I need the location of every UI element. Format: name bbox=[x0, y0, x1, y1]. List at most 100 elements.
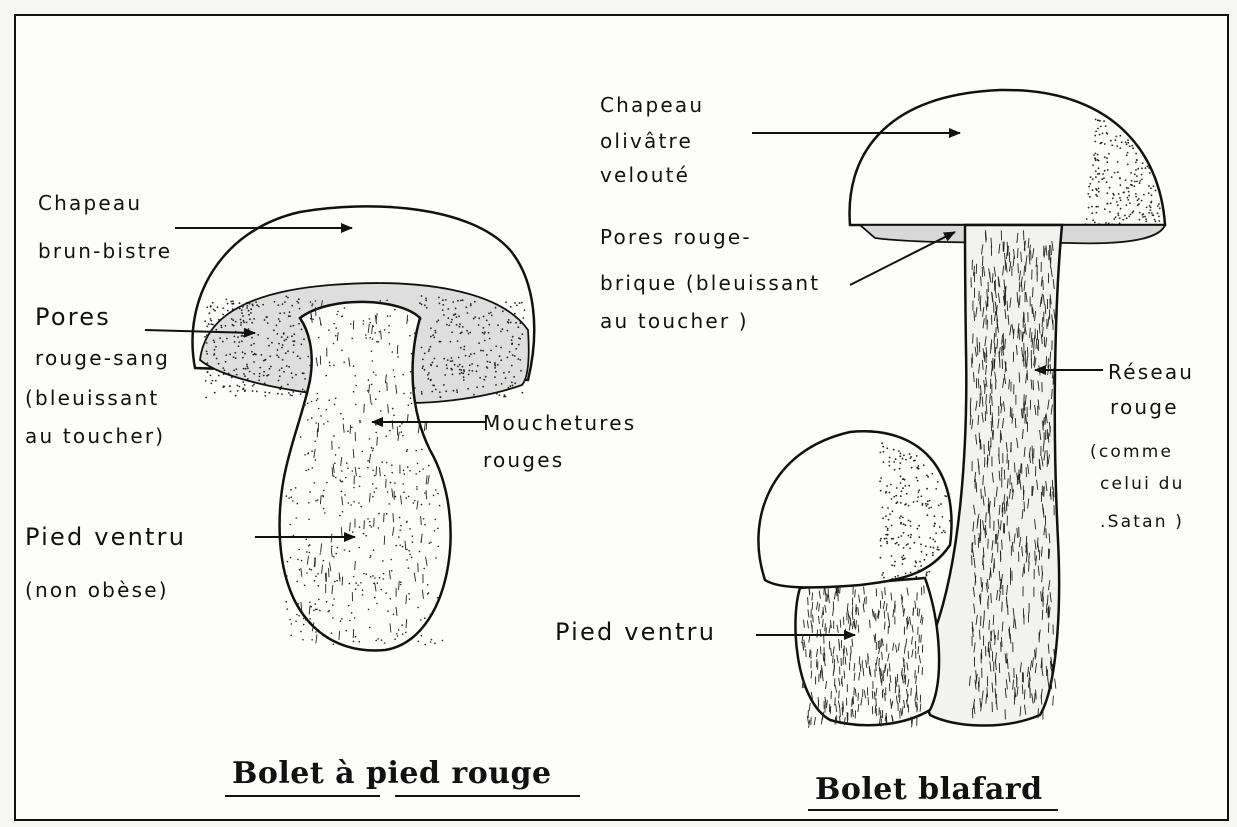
stipple-dot bbox=[369, 557, 371, 559]
stipple-dot bbox=[241, 312, 243, 314]
stipple-dot bbox=[491, 315, 493, 317]
stipple-dot bbox=[1092, 189, 1094, 191]
stipple-dot bbox=[439, 391, 441, 393]
stipple-dot bbox=[917, 467, 919, 469]
stipple-dot bbox=[465, 306, 467, 308]
stipple-dot bbox=[474, 301, 476, 303]
stipple-dot bbox=[258, 306, 260, 308]
stipple-dot bbox=[432, 334, 434, 336]
stipple-dot bbox=[1090, 176, 1092, 178]
stipple-dot bbox=[344, 549, 346, 551]
stipple-dot bbox=[374, 577, 376, 579]
stipple-dot bbox=[469, 364, 471, 366]
stipple-dot bbox=[383, 578, 385, 580]
stipple-dot bbox=[227, 310, 229, 312]
stipple-dot bbox=[222, 386, 224, 388]
texture-stroke bbox=[1026, 536, 1027, 546]
stipple-dot bbox=[903, 555, 905, 557]
stipple-dot bbox=[396, 633, 398, 635]
stipple-dot bbox=[1110, 202, 1112, 204]
stipple-dot bbox=[347, 431, 349, 433]
stipple-dot bbox=[1095, 194, 1097, 196]
stipple-dot bbox=[279, 375, 281, 377]
stipple-dot bbox=[447, 359, 449, 361]
stipple-dot bbox=[318, 599, 320, 601]
stipple-dot bbox=[1119, 147, 1121, 149]
stipple-dot bbox=[918, 465, 920, 467]
stipple-dot bbox=[893, 449, 895, 451]
stipple-dot bbox=[425, 300, 427, 302]
stipple-dot bbox=[1138, 198, 1140, 200]
texture-stroke bbox=[1033, 380, 1034, 390]
stipple-dot bbox=[433, 495, 435, 497]
stipple-dot bbox=[910, 536, 912, 538]
stipple-dot bbox=[512, 336, 514, 338]
stipple-dot bbox=[1109, 211, 1111, 213]
stipple-dot bbox=[1101, 178, 1103, 180]
stipple-dot bbox=[882, 572, 884, 574]
stipple-dot bbox=[333, 435, 335, 437]
stipple-dot bbox=[500, 347, 502, 349]
stipple-dot bbox=[913, 542, 915, 544]
stipple-dot bbox=[349, 583, 351, 585]
stipple-dot bbox=[478, 324, 480, 326]
stipple-dot bbox=[459, 323, 461, 325]
right-species-title: Bolet blafard bbox=[815, 772, 1043, 807]
stipple-dot bbox=[440, 341, 442, 343]
stipple-dot bbox=[335, 327, 337, 329]
stipple-dot bbox=[258, 379, 260, 381]
texture-stroke bbox=[915, 670, 916, 678]
stipple-dot bbox=[354, 375, 356, 377]
stipple-dot bbox=[459, 326, 461, 328]
stipple-dot bbox=[879, 452, 881, 454]
stipple-dot bbox=[304, 585, 306, 587]
left-stem-label-line1: Pied ventru bbox=[25, 523, 186, 551]
stipple-dot bbox=[519, 359, 521, 361]
stipple-dot bbox=[299, 358, 301, 360]
stipple-dot bbox=[880, 545, 882, 547]
stipple-dot bbox=[429, 503, 431, 505]
right-net-label-line1: Réseau bbox=[1108, 360, 1194, 384]
stipple-dot bbox=[281, 336, 283, 338]
stipple-dot bbox=[1148, 185, 1150, 187]
stipple-dot bbox=[435, 519, 437, 521]
stipple-dot bbox=[208, 312, 210, 314]
stipple-dot bbox=[287, 608, 289, 610]
stipple-dot bbox=[408, 593, 410, 595]
stipple-dot bbox=[392, 351, 394, 353]
stipple-dot bbox=[886, 447, 888, 449]
stipple-dot bbox=[949, 520, 951, 522]
stipple-dot bbox=[1144, 216, 1146, 218]
stipple-dot bbox=[522, 392, 524, 394]
stipple-dot bbox=[1139, 219, 1141, 221]
stipple-dot bbox=[213, 368, 215, 370]
stipple-dot bbox=[883, 451, 885, 453]
stipple-dot bbox=[1098, 181, 1100, 183]
stipple-dot bbox=[911, 467, 913, 469]
texture-stroke bbox=[1048, 623, 1049, 633]
stipple-dot bbox=[333, 323, 335, 325]
stipple-dot bbox=[434, 642, 436, 644]
stipple-dot bbox=[447, 317, 449, 319]
stipple-dot bbox=[388, 503, 390, 505]
stipple-dot bbox=[431, 391, 433, 393]
stipple-dot bbox=[246, 366, 248, 368]
stipple-dot bbox=[891, 578, 893, 580]
stipple-dot bbox=[265, 316, 267, 318]
stipple-dot bbox=[318, 337, 320, 339]
stipple-dot bbox=[359, 486, 361, 488]
stipple-dot bbox=[358, 502, 360, 504]
stipple-dot bbox=[353, 365, 355, 367]
stipple-dot bbox=[388, 325, 390, 327]
stipple-dot bbox=[363, 320, 365, 322]
stipple-dot bbox=[292, 340, 294, 342]
stipple-dot bbox=[899, 455, 901, 457]
stipple-dot bbox=[488, 332, 490, 334]
stipple-dot bbox=[390, 482, 392, 484]
stipple-dot bbox=[256, 304, 258, 306]
stipple-dot bbox=[210, 375, 212, 377]
stipple-dot bbox=[926, 554, 928, 556]
stipple-dot bbox=[473, 353, 475, 355]
stipple-dot bbox=[1150, 187, 1152, 189]
stipple-dot bbox=[497, 364, 499, 366]
